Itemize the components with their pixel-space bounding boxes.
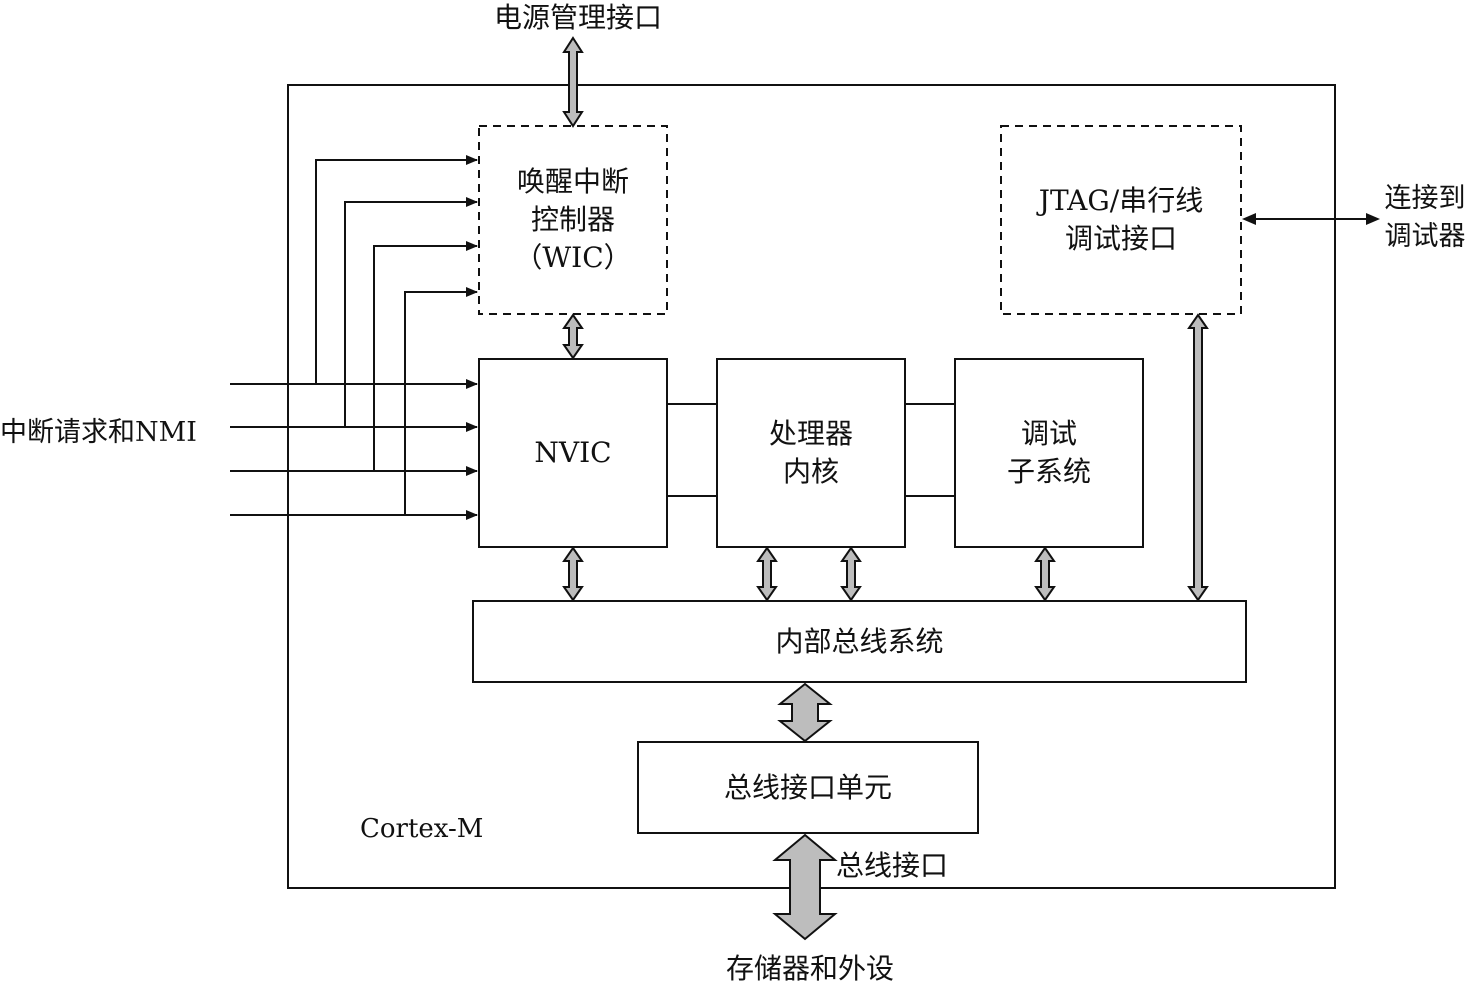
core-name-label: Cortex-M (360, 814, 484, 844)
debugger-link-arrow (1242, 213, 1380, 225)
processor-core-line2: 内核 (782, 455, 839, 488)
connect-debugger-line2: 调试器 (1384, 221, 1466, 252)
jtag-label-line1: JTAG/串行线 (1038, 184, 1204, 217)
processor-core-label: 处理器 内核 (717, 359, 905, 547)
debug-bus-arrow (1034, 546, 1056, 602)
interrupt-lines (230, 155, 478, 520)
wic-label-line2: 控制器 (530, 203, 615, 236)
bus-interface-unit-label: 总线接口单元 (638, 742, 978, 833)
jtag-label: JTAG/串行线 调试接口 (1001, 126, 1241, 314)
interrupt-inputs-label: 中断请求和NMI (0, 417, 197, 448)
nvic-label-line1: NVIC (534, 436, 612, 469)
nvic-bus-arrow (562, 546, 584, 602)
processor-bus-arrow-2 (840, 546, 862, 602)
bus-interface-label: 总线接口 (836, 849, 949, 882)
internal-bus-line1: 内部总线系统 (775, 624, 944, 658)
debug-subsystem-line2: 子系统 (1006, 455, 1091, 488)
connect-debugger-line1: 连接到 (1384, 183, 1466, 214)
jtag-label-line2: 调试接口 (1064, 222, 1177, 255)
wic-label: 唤醒中断 控制器 （WIC） (479, 126, 667, 314)
wic-label-line1: 唤醒中断 (516, 165, 629, 198)
bus-arrows (562, 36, 1209, 941)
connect-debugger-label: 连接到 调试器 (1378, 180, 1472, 256)
processor-core-block (716, 358, 906, 548)
wic-label-line3: （WIC） (514, 241, 632, 274)
internal-bus-label: 内部总线系统 (473, 601, 1246, 682)
bus-interface-unit-block (637, 741, 979, 834)
internal-bus-block (472, 600, 1247, 683)
debug-subsystem-label: 调试 子系统 (955, 359, 1143, 547)
processor-core-line1: 处理器 (768, 417, 853, 450)
bus-interface-unit-line1: 总线接口单元 (723, 770, 892, 804)
processor-bus-arrow-1 (756, 546, 778, 602)
power-interface-label: 电源管理接口 (494, 1, 663, 34)
memory-peripherals-label: 存储器和外设 (726, 952, 895, 985)
jtag-block (1000, 125, 1242, 315)
power-interface-arrow (562, 36, 584, 128)
debug-subsystem-block (954, 358, 1144, 548)
memory-bus-arrow (772, 833, 838, 941)
internal-bus-unit-arrow (777, 682, 833, 743)
wic-nvic-arrow (562, 313, 584, 360)
jtag-bus-arrow (1187, 313, 1209, 602)
block-interconnects (667, 403, 955, 497)
debug-subsystem-line1: 调试 (1020, 417, 1077, 450)
nvic-label: NVIC (479, 359, 667, 547)
